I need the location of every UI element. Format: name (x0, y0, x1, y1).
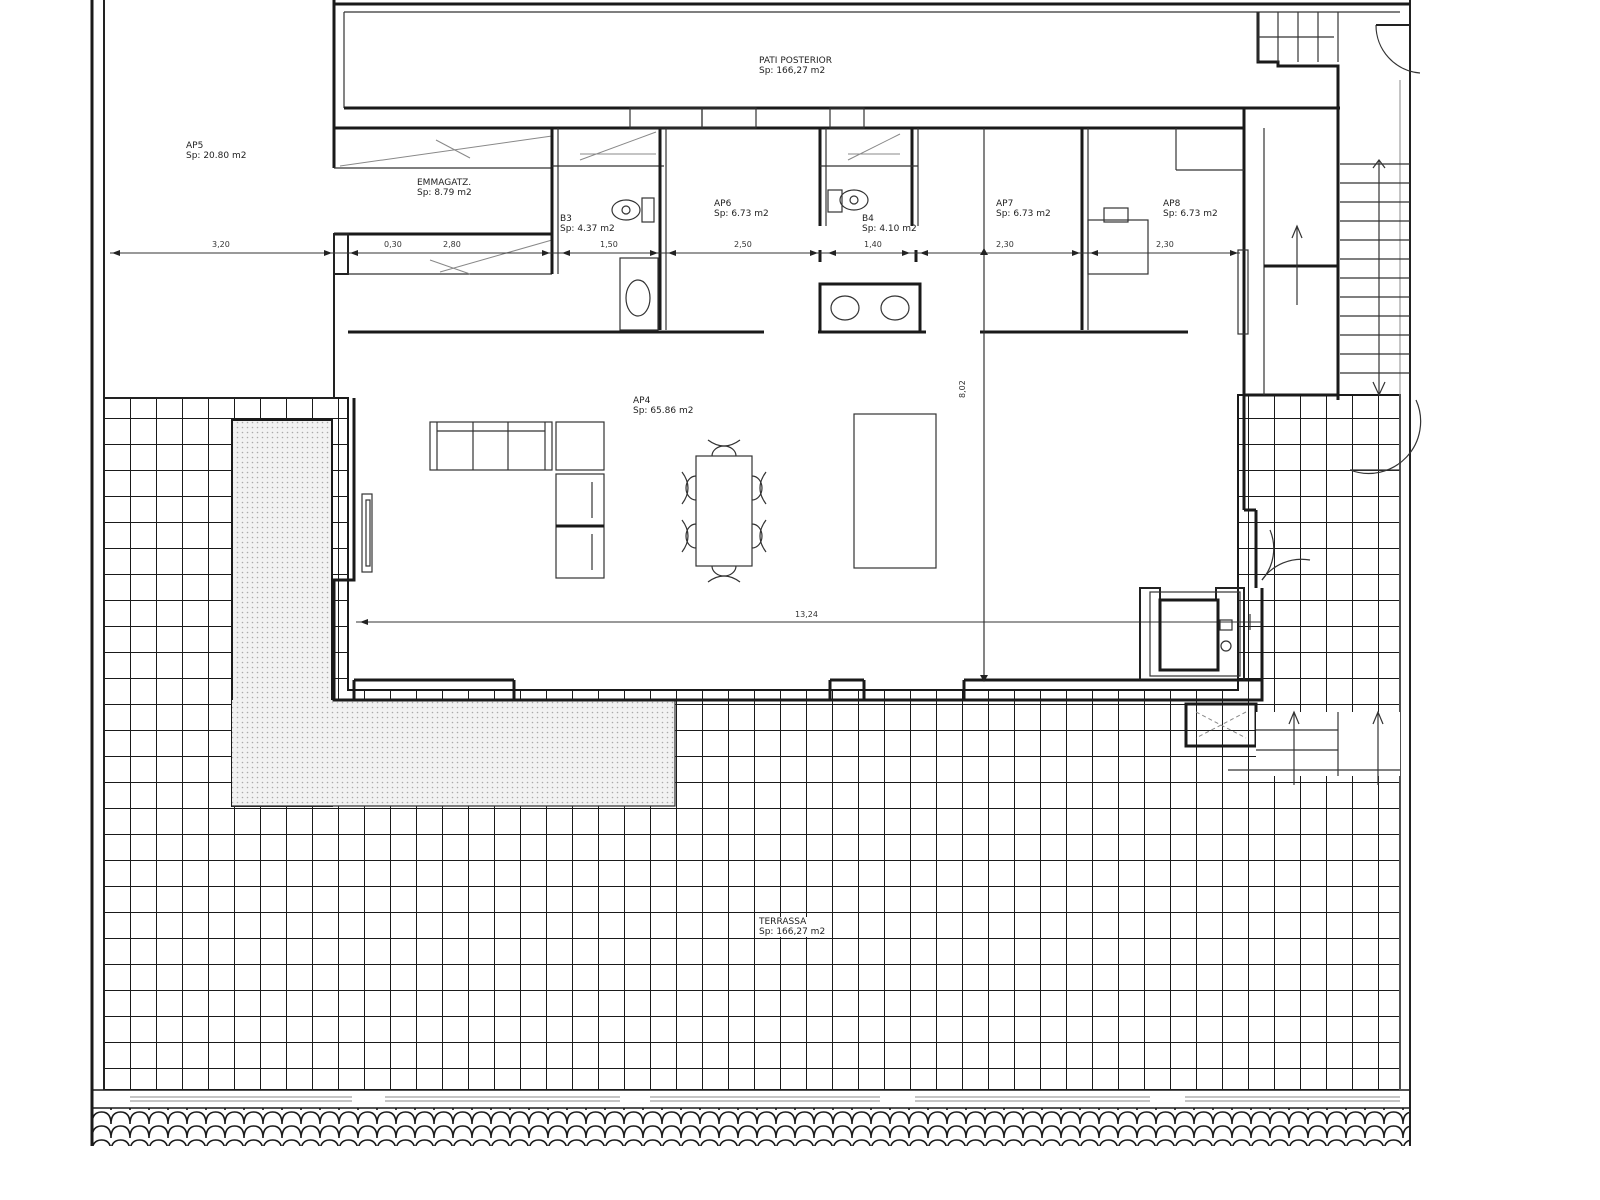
dim-ap6: 2,50 (734, 240, 752, 249)
dim-wall: 0,30 (384, 240, 402, 249)
room-name: AP7 (996, 199, 1014, 209)
dim-ap8: 2,30 (1156, 240, 1174, 249)
label-ap4: AP4 Sp: 65.86 m2 (633, 396, 693, 416)
interior-walls (104, 107, 1422, 702)
elevator (1139, 587, 1251, 680)
room-name: AP8 (1163, 199, 1181, 209)
label-ap7: AP7 Sp: 6.73 m2 (996, 199, 1051, 219)
rear-stairs (1242, 12, 1421, 400)
room-area: Sp: 20.80 m2 (186, 151, 247, 161)
dim-horizontal: 13,24 (795, 610, 818, 619)
roof-tiles (92, 1108, 1410, 1146)
label-b3: B3 Sp: 4.37 m2 (560, 214, 615, 234)
room-name: B4 (862, 214, 874, 224)
label-terrassa: TERRASSA Sp: 166,27 m2 (759, 917, 826, 937)
label-ap8: AP8 Sp: 6.73 m2 (1163, 199, 1218, 219)
room-name: PATI POSTERIOR (759, 56, 832, 66)
room-area: Sp: 8.79 m2 (417, 188, 472, 198)
label-pati-posterior: PATI POSTERIOR Sp: 166,27 m2 (759, 56, 832, 76)
room-name: EMMAGATZ. (417, 178, 472, 188)
label-emmagatz: EMMAGATZ. Sp: 8.79 m2 (417, 178, 472, 198)
room-name: TERRASSA (759, 917, 807, 927)
dim-ap7: 2,30 (996, 240, 1014, 249)
dim-vertical: 8,02 (958, 380, 967, 398)
dim-b3: 1,50 (600, 240, 618, 249)
room-name: B3 (560, 214, 572, 224)
deck-hatch-2 (232, 700, 675, 806)
dim-ap5-width: 3,20 (212, 240, 230, 249)
room-area: Sp: 6.73 m2 (1163, 209, 1218, 219)
furniture (361, 413, 937, 583)
room-area: Sp: 6.73 m2 (996, 209, 1051, 219)
room-area: Sp: 65.86 m2 (633, 406, 694, 416)
room-area: Sp: 166,27 m2 (759, 66, 826, 76)
room-area: Sp: 6.73 m2 (714, 209, 769, 219)
room-area: Sp: 4.37 m2 (560, 224, 615, 234)
room-area: Sp: 166,27 m2 (759, 927, 826, 937)
label-b4: B4 Sp: 4.10 m2 (862, 214, 917, 234)
label-ap6: AP6 Sp: 6.73 m2 (714, 199, 769, 219)
outer-walls (90, 0, 1411, 1146)
pati-posterior (332, 0, 1410, 168)
room-name: AP6 (714, 199, 732, 209)
label-ap5: AP5 Sp: 20.80 m2 (186, 141, 246, 161)
dimension-lines (110, 248, 1262, 682)
room-name: AP5 (186, 141, 204, 151)
dim-b4: 1,40 (864, 240, 882, 249)
dim-emmagatz: 2,80 (443, 240, 461, 249)
room-name: AP4 (633, 396, 651, 406)
front-stairs (1184, 702, 1400, 785)
room-area: Sp: 4.10 m2 (862, 224, 917, 234)
